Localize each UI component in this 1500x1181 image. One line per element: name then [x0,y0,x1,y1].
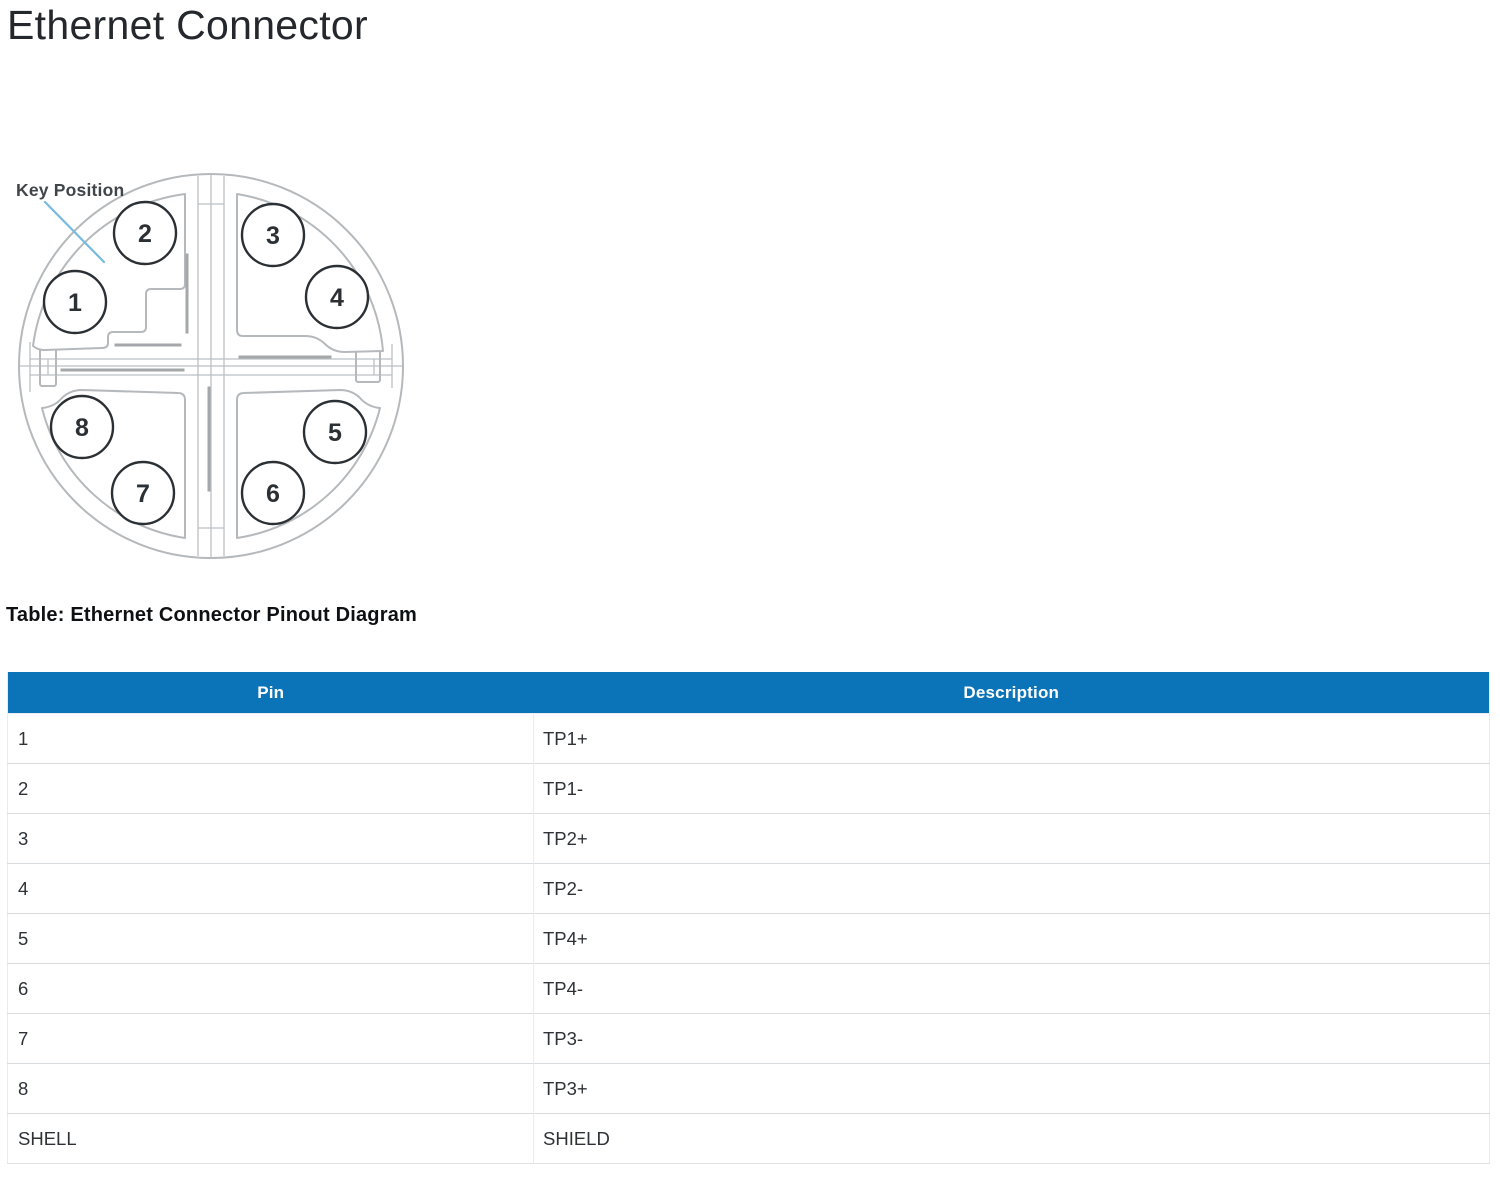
pin-circle [304,264,370,330]
pin-number-label: 5 [328,419,342,447]
pins-layer: 1 2 3 4 5 6 7 8 [42,200,370,526]
pin-circle [302,399,368,465]
pin-number-label: 7 [136,480,150,508]
description-cell: TP2- [533,863,1490,914]
pin-3: 3 [240,202,306,268]
pin-number-label: 6 [266,480,280,508]
column-header-description: Description [533,672,1490,714]
pin-number-label: 3 [266,222,280,250]
pin-cell: 3 [7,813,534,864]
pin-1: 1 [42,269,108,335]
pin-4: 4 [304,264,370,330]
description-cell: SHIELD [533,1113,1490,1164]
pin-cell: 7 [7,1013,534,1064]
column-header-pin: Pin [7,672,534,714]
description-cell: TP3- [533,1013,1490,1064]
pin-number-label: 8 [75,414,89,442]
pin-5: 5 [302,399,368,465]
pin-cell: 2 [7,763,534,814]
description-cell: TP4+ [533,913,1490,964]
pin-cell: 5 [7,913,534,964]
connector-shell [18,173,404,559]
page-title: Ethernet Connector [7,2,368,48]
connector-diagram: Key Position 1 2 3 4 5 6 7 8 [0,158,430,570]
pin-cell: 4 [7,863,534,914]
pin-number-label: 4 [330,284,344,312]
pin-number-label: 1 [68,289,82,317]
description-cell: TP3+ [533,1063,1490,1114]
pin-7: 7 [110,460,176,526]
pin-cell: 8 [7,1063,534,1114]
pin-6: 6 [240,460,306,526]
pin-circle [110,460,176,526]
connector-diagram-svg: Key Position 1 2 3 4 5 6 7 8 [16,173,404,559]
table-caption: Table: Ethernet Connector Pinout Diagram [6,604,417,626]
pin-cell: 1 [7,713,534,764]
pin-cell: SHELL [7,1113,534,1164]
pin-circle [42,269,108,335]
pin-circle [240,460,306,526]
key-position-label: Key Position [16,180,124,200]
pin-circle [49,394,115,460]
description-cell: TP1+ [533,713,1490,764]
pin-number-label: 2 [138,220,152,248]
description-cell: TP4- [533,963,1490,1014]
pin-8: 8 [49,394,115,460]
pin-cell: 6 [7,963,534,1014]
pinout-table-header-row: Pin Description [7,672,1490,714]
pin-circle [112,200,178,266]
description-cell: TP2+ [533,813,1490,864]
key-position-leader-line [43,200,106,264]
pin-circle [240,202,306,268]
description-cell: TP1- [533,763,1490,814]
pin-2: 2 [112,200,178,266]
